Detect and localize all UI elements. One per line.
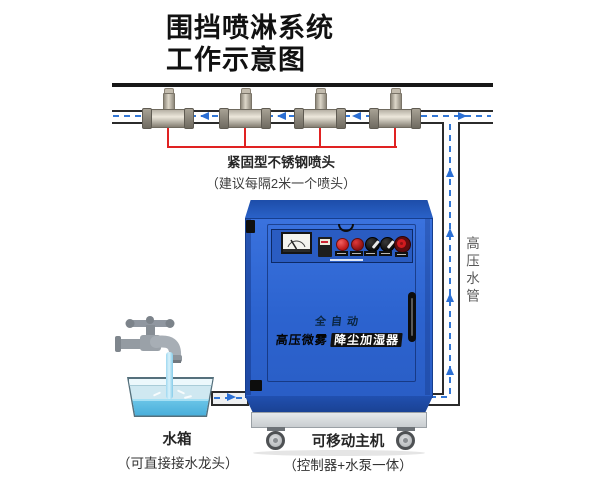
- button-label-tag: [364, 251, 377, 256]
- faucet-icon: [115, 316, 182, 363]
- riser-pipe-right-wall: [458, 122, 460, 406]
- nozzle-cap-right: [261, 108, 271, 129]
- caster-hub: [403, 438, 408, 443]
- button-label-tag: [335, 251, 348, 256]
- cabinet-left-shade: [246, 219, 251, 395]
- flow-arrow-up-icon: [446, 168, 454, 177]
- badge-line-2-boxed: 降尘加湿器: [330, 333, 403, 347]
- riser-pipe-left-wall: [442, 122, 444, 393]
- flow-arrow-up-icon: [446, 366, 454, 375]
- tank-label: 水箱 （可直接接水龙头）: [117, 428, 239, 472]
- nozzle-callout-line: [167, 146, 397, 148]
- nozzle-cap-left: [142, 108, 152, 129]
- emergency-stop-button: [394, 236, 411, 253]
- door-handle: [408, 292, 416, 342]
- flow-arrow-left-icon: [352, 112, 361, 120]
- inlet-fitting: [250, 380, 262, 391]
- red-indicator-button: [336, 238, 349, 251]
- caster-hub: [273, 438, 278, 443]
- toggle-switch: [365, 237, 380, 252]
- page-title: 围挡喷淋系统 工作示意图: [166, 12, 334, 76]
- spray-nozzle: [142, 88, 194, 129]
- caster-wheel: [395, 427, 419, 454]
- spray-pipe-bottom-edge-right: [459, 122, 493, 124]
- nozzle-cap-left: [219, 108, 229, 129]
- cabinet-top-face: [245, 200, 433, 218]
- cabinet-base: [251, 412, 427, 428]
- nozzle-callout-drop: [394, 126, 396, 147]
- panel-reflection: [330, 259, 363, 261]
- nozzle-cap-left: [369, 108, 379, 129]
- title-line-1: 围挡喷淋系统: [166, 13, 334, 43]
- cabinet-bottom-bevel: [245, 396, 433, 412]
- flow-arrow-right-icon: [227, 393, 236, 401]
- pressure-gauge: [281, 232, 312, 254]
- red-power-button: [351, 238, 364, 251]
- button-label-tag: [379, 251, 392, 256]
- fence-top-line: [112, 83, 493, 87]
- flow-arrow-left-icon: [200, 112, 209, 120]
- button-label-tag: [350, 251, 363, 256]
- nozzle-cap-left: [294, 108, 304, 129]
- tank-label-line-1: 水箱: [162, 432, 192, 448]
- flow-arrow-right-icon: [458, 112, 467, 120]
- nozzle-cap-right: [411, 108, 421, 129]
- tank-label-line-2: （可直接接水龙头）: [117, 456, 239, 471]
- water-stream: [166, 352, 173, 399]
- nozzle-callout-drop: [319, 126, 321, 147]
- host-label-line-1: 可移动主机: [311, 434, 385, 450]
- flow-arrow-up-icon: [446, 293, 454, 302]
- badge-line-2: 高压微雾 降尘加湿器: [244, 331, 434, 348]
- toggle-switch: [380, 237, 395, 252]
- riser-pipe-label: 高压水管: [464, 236, 479, 306]
- caster-plate: [397, 427, 415, 431]
- nozzle-label-line-2: （建议每隔2米一个喷头）: [205, 176, 357, 191]
- badge-line-2-plain: 高压微雾: [275, 333, 329, 347]
- flow-arrow-left-icon: [277, 112, 286, 120]
- nozzle-callout-label: 紧固型不锈钢喷头 （建议每隔2米一个喷头）: [171, 151, 391, 192]
- gauge-face: [283, 239, 310, 252]
- host-label-line-2: （控制器+水泵一体）: [283, 458, 413, 473]
- flow-arrow-up-icon: [446, 228, 454, 237]
- spray-nozzle: [219, 88, 271, 129]
- spray-nozzle: [369, 88, 421, 129]
- host-label: 可移动主机 （控制器+水泵一体）: [268, 430, 428, 474]
- outlet-pipe-bottom-edge: [420, 404, 460, 406]
- nozzle-callout-drop: [167, 126, 169, 147]
- spray-nozzle: [294, 88, 346, 129]
- flow-dash-riser: [449, 124, 451, 397]
- nozzle-callout-drop: [244, 126, 246, 147]
- pump-cabinet: 全自动 高压微雾 降尘加湿器: [245, 200, 433, 456]
- emergency-stop-core: [400, 242, 403, 245]
- nozzle-cap-right: [336, 108, 346, 129]
- cabinet-shadow: [253, 450, 425, 456]
- caster-wheel: [265, 427, 289, 454]
- tank-water: [128, 398, 213, 416]
- toggle-lever: [386, 240, 394, 249]
- digital-meter-digits: [321, 241, 328, 243]
- title-line-2: 工作示意图: [166, 45, 306, 75]
- nozzle-label-line-1: 紧固型不锈钢喷头: [227, 155, 335, 170]
- nozzle-cap-right: [184, 108, 194, 129]
- caster-plate: [267, 427, 285, 431]
- digital-meter: [318, 237, 332, 257]
- badge-line-1: 全自动: [314, 316, 364, 328]
- flow-dash-outlet: [430, 396, 450, 398]
- cabinet-right-shade: [425, 219, 430, 395]
- button-label-tag: [395, 252, 408, 257]
- toggle-lever: [371, 240, 379, 249]
- door-hinge: [246, 220, 255, 233]
- tank-waterline: [128, 398, 213, 401]
- cabinet-badge: 全自动 高压微雾 降尘加湿器: [245, 312, 433, 348]
- spray-pipe-bottom-edge-left: [112, 122, 442, 124]
